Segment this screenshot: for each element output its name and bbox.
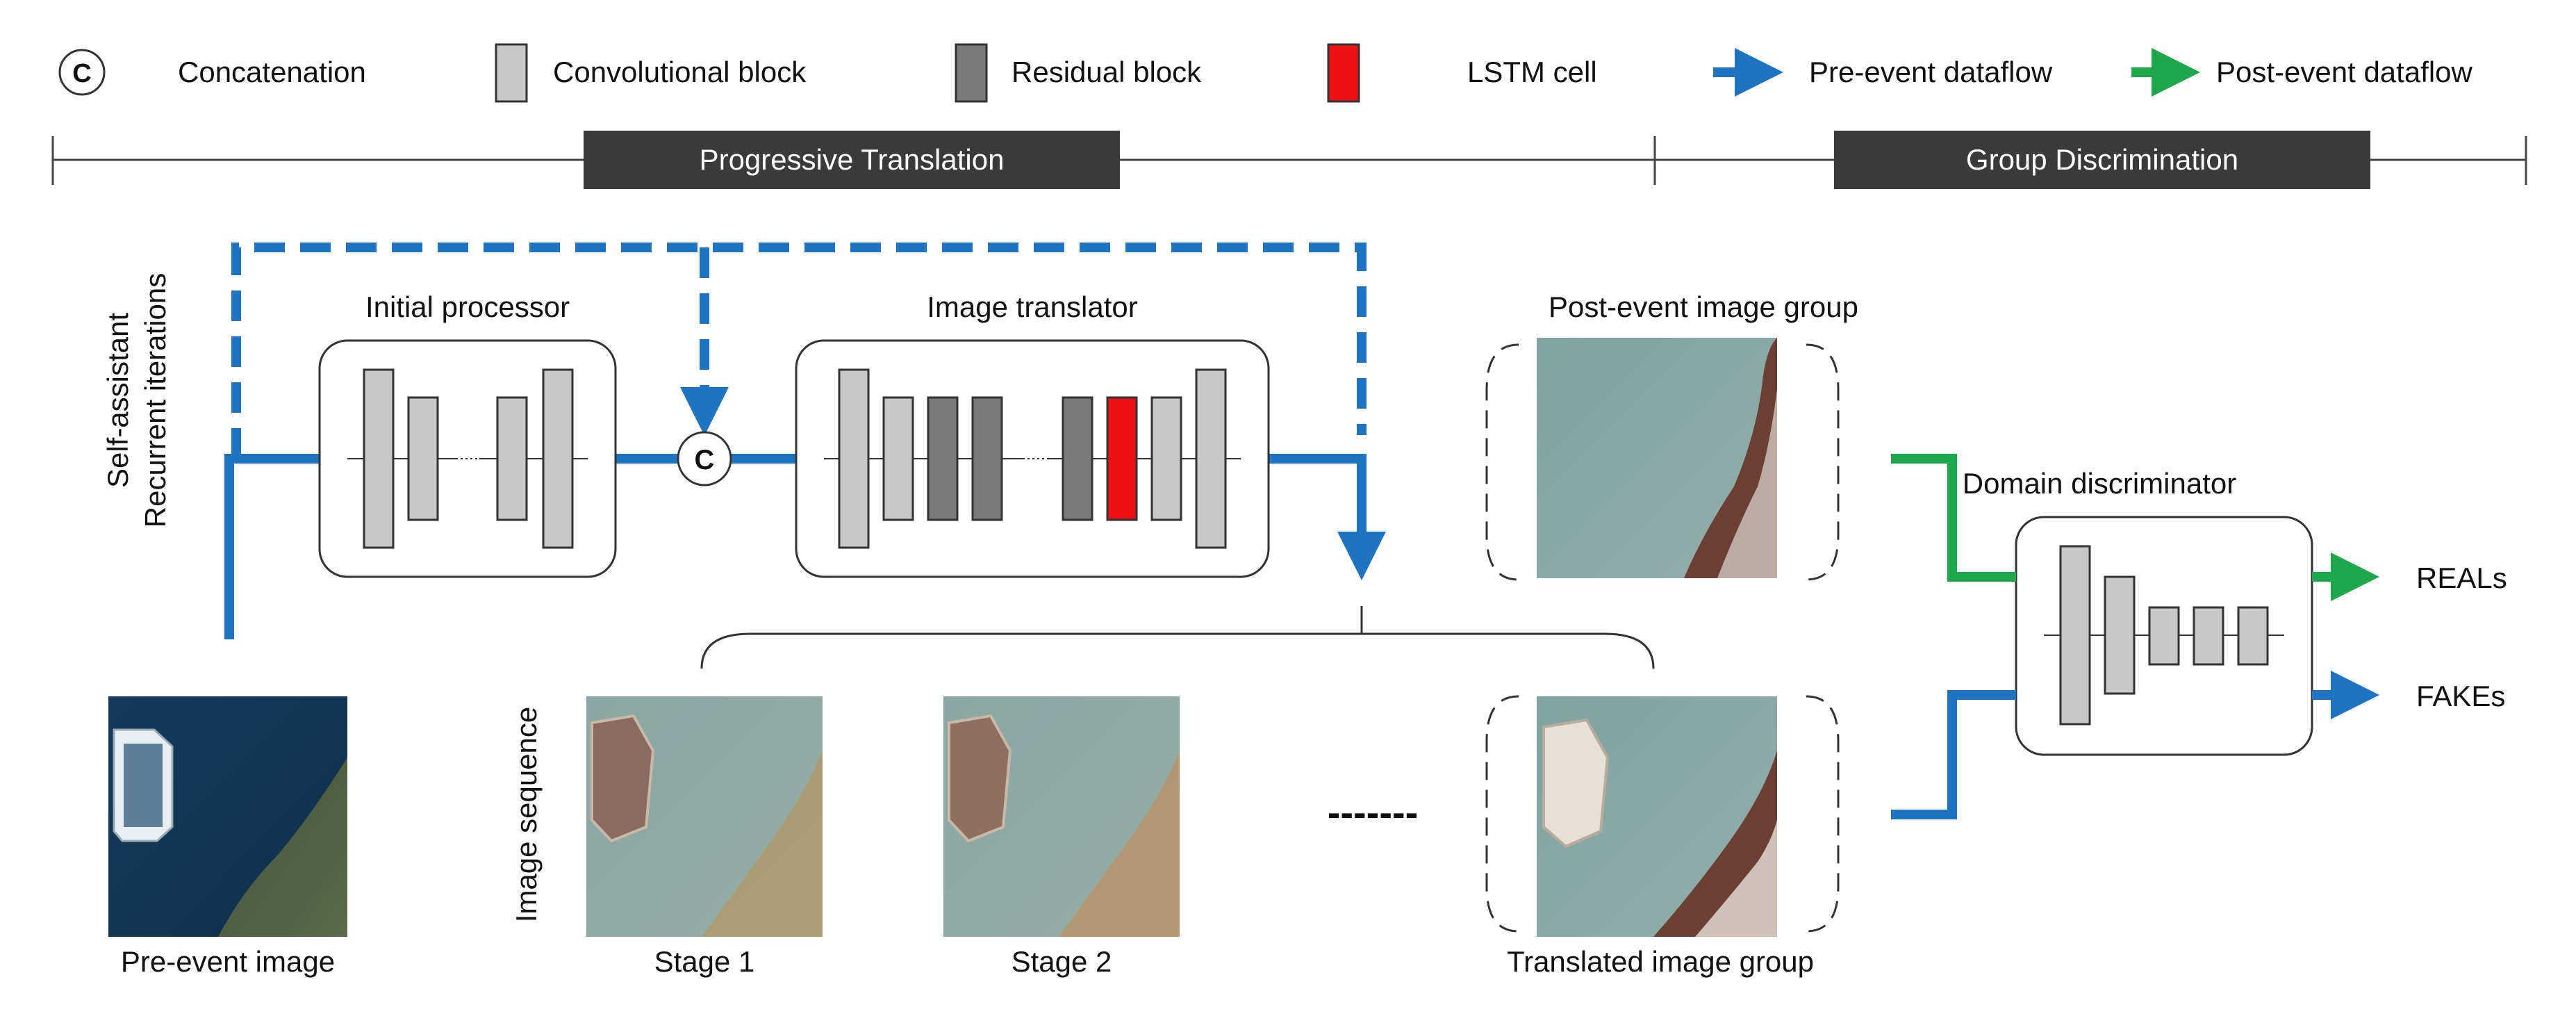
conv-block bbox=[2193, 606, 2224, 666]
residual-block bbox=[927, 396, 959, 521]
domain-discriminator: Domain discriminator bbox=[1963, 467, 2313, 756]
conv-block bbox=[2104, 575, 2136, 695]
progressive-translation-banner bbox=[584, 131, 1120, 189]
initial-processor: Initial processor bbox=[318, 290, 617, 578]
image-translator: Image translator bbox=[795, 290, 1270, 578]
translated-image-group: Translated image group bbox=[1485, 695, 1840, 978]
main-dataflow bbox=[224, 454, 1386, 639]
legend: C Concatenation Convolutional block Resi… bbox=[58, 43, 2473, 103]
residual-block-legend-icon bbox=[955, 43, 988, 103]
translated-image bbox=[1537, 696, 1777, 937]
conv-block bbox=[1150, 396, 1182, 521]
image-sequence-brace: Image sequence bbox=[510, 606, 1655, 923]
domain-discriminator-title: Domain discriminator bbox=[1963, 467, 2236, 500]
conv-block bbox=[2237, 606, 2269, 666]
stage2-image-shore bbox=[1059, 751, 1180, 937]
group-discrimination-banner bbox=[1834, 131, 2370, 189]
stage2-label: Stage 2 bbox=[1012, 945, 1112, 978]
stage2-image: Stage 2 bbox=[943, 696, 1180, 978]
translated-image-building bbox=[1542, 718, 1610, 849]
brace-curve bbox=[700, 632, 1655, 669]
side-label-line2: Recurrent iterations bbox=[139, 273, 172, 528]
stage1-label: Stage 1 bbox=[654, 945, 755, 978]
conv-block bbox=[496, 396, 528, 521]
lstm-cell-legend-icon bbox=[1327, 43, 1360, 103]
translated-input-line bbox=[1891, 690, 2016, 819]
concat-symbol: C bbox=[695, 445, 715, 475]
post-group-left-bracket bbox=[1485, 343, 1519, 581]
pre-event-image-label: Pre-event image bbox=[121, 945, 335, 978]
conv-block bbox=[363, 368, 395, 549]
reals-label: REALs bbox=[2416, 562, 2507, 594]
residual-block bbox=[971, 396, 1003, 521]
flow-input-line bbox=[224, 454, 320, 639]
post-event-input-line bbox=[1891, 454, 2016, 582]
conv-block bbox=[2148, 606, 2180, 666]
legend-post-event-label: Post-event dataflow bbox=[2216, 56, 2473, 88]
legend-concatenation-label: Concatenation bbox=[178, 56, 366, 88]
concat-icon bbox=[677, 431, 732, 486]
translated-group-label: Translated image group bbox=[1507, 945, 1814, 978]
image-sequence-label: Image sequence bbox=[510, 707, 543, 923]
translated-group-right-bracket bbox=[1806, 695, 1840, 933]
lstm-cell bbox=[1106, 396, 1138, 521]
legend-pre-event-label: Pre-event dataflow bbox=[1809, 56, 2053, 88]
post-event-group-title: Post-event image group bbox=[1549, 290, 1858, 323]
pre-event-image: Pre-event image bbox=[108, 696, 347, 978]
legend-residual-label: Residual block bbox=[1012, 56, 1202, 88]
group-discrimination-label: Group Discrimination bbox=[1966, 143, 2238, 176]
residual-block bbox=[1062, 396, 1093, 521]
image-translator-title: Image translator bbox=[927, 290, 1137, 323]
conv-block bbox=[882, 396, 914, 521]
post-event-image-group: Post-event image group bbox=[1485, 290, 1858, 581]
conv-block-legend-icon bbox=[495, 43, 528, 103]
pre-event-image-roof bbox=[124, 744, 163, 827]
flow-translator-output-arrow bbox=[1269, 454, 1386, 580]
side-label: Self-assistant Recurrent iterations bbox=[101, 273, 172, 528]
recurrent-dashed-path bbox=[231, 243, 1367, 459]
sequence-ellipsis: ------- bbox=[1328, 790, 1419, 834]
conv-block bbox=[407, 396, 439, 521]
concat-legend-icon bbox=[58, 49, 106, 96]
section-timeline: Progressive Translation Group Discrimina… bbox=[51, 131, 2527, 189]
legend-lstm-label: LSTM cell bbox=[1467, 56, 1597, 88]
conv-block bbox=[542, 368, 574, 549]
progressive-translation-label: Progressive Translation bbox=[700, 143, 1005, 176]
post-group-right-bracket bbox=[1806, 343, 1840, 581]
stage1-image-building bbox=[591, 714, 655, 843]
post-event-image bbox=[1537, 338, 1777, 578]
fakes-label: FAKEs bbox=[2416, 680, 2505, 712]
translated-image-sand bbox=[1695, 820, 1777, 937]
stage1-image-shore bbox=[702, 751, 823, 937]
stage1-image: Stage 1 bbox=[586, 696, 823, 978]
recurrent-loop bbox=[231, 243, 1367, 459]
translated-group-left-bracket bbox=[1485, 695, 1519, 933]
concat-node: C bbox=[677, 431, 732, 486]
post-event-image-sand bbox=[1717, 389, 1777, 578]
discriminator-flows: REALs FAKEs bbox=[1891, 454, 2507, 819]
conv-block bbox=[2059, 545, 2091, 726]
conv-block bbox=[838, 368, 870, 549]
side-label-line1: Self-assistant bbox=[101, 313, 134, 488]
stage2-image-building bbox=[948, 714, 1012, 843]
concat-legend-symbol: C bbox=[72, 59, 91, 88]
pre-event-image-shore bbox=[218, 758, 347, 937]
conv-block bbox=[1195, 368, 1227, 549]
initial-processor-title: Initial processor bbox=[365, 290, 570, 323]
legend-conv-label: Convolutional block bbox=[553, 56, 807, 88]
